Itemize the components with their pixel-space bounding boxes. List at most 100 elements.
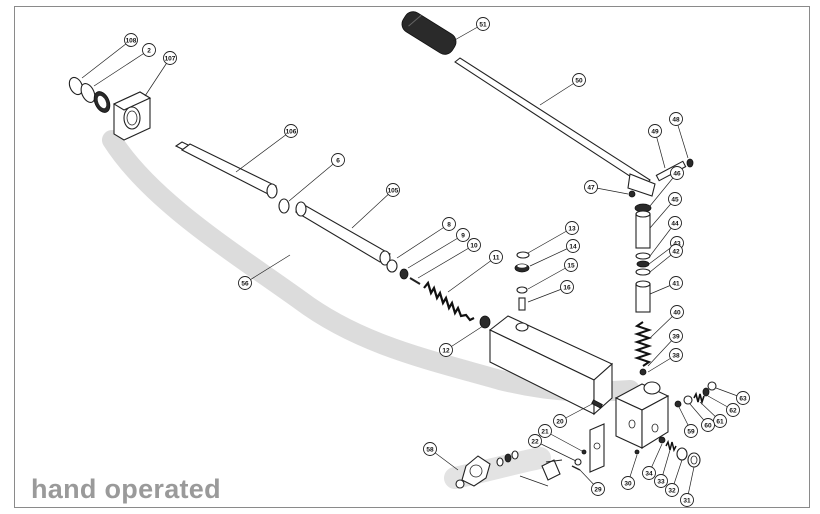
- diagram-caption: hand operated: [31, 474, 221, 504]
- callout-leader-46: [649, 172, 678, 207]
- callout-leader-10: [417, 244, 475, 279]
- callout-21: 21: [538, 424, 583, 452]
- spring-part-33: [665, 439, 677, 453]
- callout-circle-20: [553, 414, 567, 428]
- callout-label: 16: [563, 284, 571, 291]
- callout-label: 38: [672, 352, 680, 359]
- pin-part-29-screw: [571, 465, 581, 471]
- callout-label: 63: [739, 395, 747, 402]
- callout-12: 12: [439, 325, 484, 357]
- callout-14: 14: [529, 239, 580, 267]
- callout-leader-9: [407, 234, 464, 269]
- handle-grip-51: [401, 11, 457, 55]
- callout-circle-8: [442, 217, 456, 231]
- callout-label: 9: [461, 232, 465, 239]
- callout-label: 45: [671, 196, 679, 203]
- callout-label: 50: [575, 77, 583, 84]
- callout-circle-105: [386, 183, 400, 197]
- callout-label: 30: [624, 480, 632, 487]
- callout-group: 1082107106610589101112561314151651504948…: [81, 17, 750, 507]
- callout-30: 30: [621, 454, 638, 490]
- callout-42: 42: [649, 244, 683, 273]
- callout-circle-106: [284, 124, 298, 138]
- callout-32: 32: [665, 459, 683, 497]
- part-59: [674, 400, 682, 408]
- spring-part-61: [693, 391, 705, 405]
- ring-part-2: [80, 83, 96, 103]
- callout-label: 11: [493, 254, 500, 261]
- callout-circle-14: [566, 239, 580, 253]
- callout-circle-62: [726, 403, 740, 417]
- callout-circle-9: [456, 228, 470, 242]
- callout-circle-16: [560, 280, 574, 294]
- callout-40: 40: [649, 305, 684, 339]
- callout-41: 41: [649, 276, 683, 295]
- callout-63: 63: [715, 387, 750, 405]
- callout-circle-60: [701, 418, 715, 432]
- nut-part-9: [399, 268, 409, 280]
- pump-body: [614, 381, 670, 449]
- callout-leader-22: [534, 440, 577, 462]
- ring-part-42: [635, 268, 651, 276]
- callout-61: 61: [699, 401, 727, 428]
- callout-label: 48: [672, 116, 680, 123]
- callout-leader-56: [244, 254, 291, 284]
- callout-label: 60: [704, 422, 712, 429]
- callout-2: 2: [93, 43, 156, 87]
- callout-circle-41: [669, 276, 683, 290]
- plug-part-31: [687, 452, 701, 468]
- callout-leader-106: [235, 130, 292, 173]
- callout-label: 41: [672, 280, 680, 287]
- shaft-part-106: [174, 141, 278, 199]
- callout-60: 60: [689, 403, 715, 432]
- ring-part-8: [386, 259, 398, 273]
- callout-leader-21: [544, 430, 583, 452]
- callout-34: 34: [642, 443, 663, 480]
- callout-label: 56: [241, 280, 249, 287]
- callout-label: 46: [673, 170, 681, 177]
- callout-circle-47: [584, 180, 598, 194]
- callout-leader-11: [447, 256, 497, 293]
- callout-13: 13: [527, 221, 579, 254]
- pillow-block-107: [112, 91, 152, 141]
- plate-part-29: [589, 423, 605, 473]
- ring-part-6: [278, 198, 290, 214]
- callout-label: 33: [657, 478, 665, 485]
- callout-circle-58: [423, 442, 437, 456]
- pin-part-10: [409, 277, 421, 285]
- part-22: [574, 458, 582, 466]
- callout-circle-11: [489, 250, 503, 264]
- callout-33: 33: [654, 449, 671, 488]
- callout-label: 43: [673, 240, 681, 247]
- callout-circle-2: [142, 43, 156, 57]
- callout-label: 32: [668, 487, 676, 494]
- pin-part-47: [628, 190, 636, 198]
- callout-circle-38: [669, 348, 683, 362]
- part-34: [658, 436, 666, 444]
- callout-circle-13: [565, 221, 579, 235]
- cup-part-14: [514, 263, 530, 273]
- callout-circle-21: [538, 424, 552, 438]
- screw-part-20: [591, 399, 603, 409]
- callout-circle-50: [572, 73, 586, 87]
- callout-label: 34: [645, 470, 653, 477]
- callout-label: 62: [729, 407, 737, 414]
- callout-label: 51: [479, 21, 487, 28]
- ball-part-39: [639, 368, 647, 376]
- callout-9: 9: [407, 228, 470, 269]
- ring-part-108: [68, 76, 84, 96]
- callout-56: 56: [238, 254, 291, 290]
- tube-part-105: [294, 201, 391, 266]
- ring-part-43: [636, 260, 650, 268]
- callout-45: 45: [649, 192, 682, 229]
- diagram-frame: [14, 6, 810, 508]
- bearing-part-107-ring: [93, 91, 111, 113]
- callout-circle-46: [670, 166, 684, 180]
- callout-leader-12: [445, 325, 484, 351]
- callout-16: 16: [527, 280, 574, 303]
- ring-part-13: [516, 251, 530, 259]
- callout-50: 50: [539, 73, 586, 106]
- callout-label: 21: [541, 428, 549, 435]
- callout-108: 108: [81, 33, 138, 79]
- callout-circle-30: [621, 476, 635, 490]
